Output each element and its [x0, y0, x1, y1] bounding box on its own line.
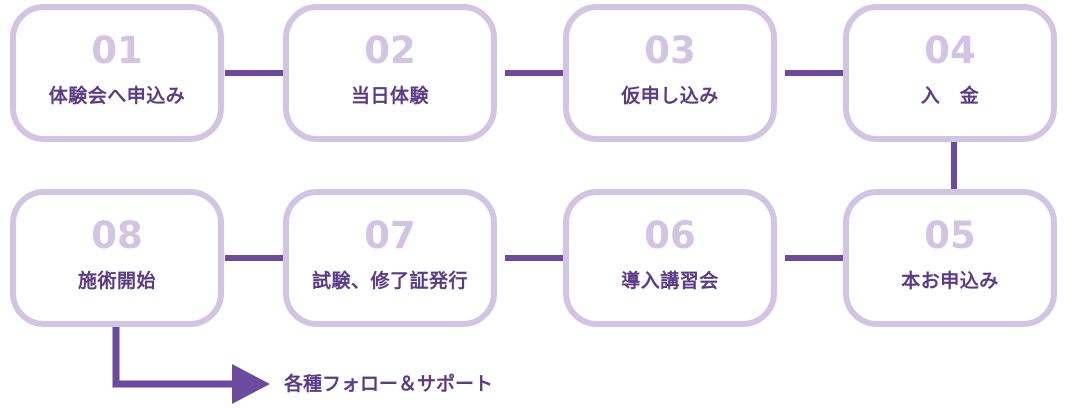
step-label: 仮申し込み [621, 85, 719, 107]
step-label: 施術開始 [77, 270, 156, 292]
step-label: 体験会へ申込み [48, 85, 186, 107]
step-07: 07 試験、修了証発行 [283, 189, 497, 327]
step-number: 06 [644, 214, 696, 257]
connector-01-02 [225, 70, 285, 76]
step-number: 03 [644, 29, 696, 72]
connector-04-05 [951, 140, 957, 190]
step-label: 試験、修了証発行 [311, 270, 468, 292]
connector-07-08 [225, 255, 285, 261]
step-label: 当日体験 [350, 85, 429, 107]
step-label: 入 金 [920, 85, 980, 107]
step-number: 02 [364, 29, 416, 72]
step-number: 05 [924, 214, 976, 257]
step-02: 02 当日体験 [283, 4, 497, 142]
step-04: 04 入 金 [843, 4, 1057, 142]
step-05: 05 本お申込み [843, 189, 1057, 327]
step-06: 06 導入講習会 [563, 189, 777, 327]
step-label: 導入講習会 [621, 270, 719, 292]
connector-03-04 [785, 70, 845, 76]
connector-05-06 [785, 255, 845, 261]
connector-06-07 [505, 255, 565, 261]
step-number: 08 [91, 214, 143, 257]
step-03: 03 仮申し込み [563, 4, 777, 142]
step-08: 08 施術開始 [10, 189, 224, 327]
step-number: 07 [364, 214, 416, 257]
step-01: 01 体験会へ申込み [10, 4, 224, 142]
connector-02-03 [505, 70, 565, 76]
step-number: 01 [91, 29, 143, 72]
follow-up-label: 各種フォロー＆サポート [284, 373, 494, 395]
follow-up-arrow-line [112, 327, 238, 388]
step-label: 本お申込み [901, 270, 999, 292]
arrowhead-icon [232, 364, 270, 404]
step-number: 04 [924, 29, 976, 72]
